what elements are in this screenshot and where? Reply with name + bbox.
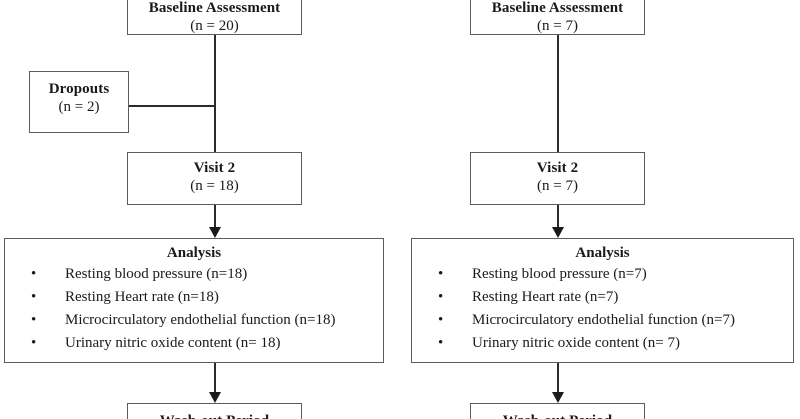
right-washout-box: Wash-out Period	[470, 403, 645, 419]
left-visit-to-analysis-arrow-icon	[209, 227, 221, 238]
list-item: • Resting blood pressure (n=18)	[31, 263, 383, 286]
left-analysis-to-washout-line	[214, 363, 216, 394]
left-dropouts-n: (n = 2)	[58, 99, 100, 115]
list-item-label: Resting blood pressure (n=18)	[65, 266, 248, 282]
list-item: • Microcirculatory endothelial function …	[438, 309, 793, 332]
list-item-label: Urinary nitric oxide content (n= 18)	[65, 335, 281, 351]
right-baseline-n: (n = 7)	[537, 18, 578, 34]
list-item: • Resting blood pressure (n=7)	[438, 263, 793, 286]
left-analysis-list: • Resting blood pressure (n=18) • Restin…	[5, 263, 383, 355]
list-item: • Resting Heart rate (n=7)	[438, 286, 793, 309]
bullet-icon: •	[31, 312, 37, 328]
left-analysis-title: Analysis	[166, 245, 222, 261]
right-visit-to-analysis-arrow-icon	[552, 227, 564, 238]
left-dropouts-title: Dropouts	[48, 81, 110, 97]
bullet-icon: •	[438, 289, 444, 305]
list-item-label: Microcirculatory endothelial function (n…	[472, 312, 735, 328]
bullet-icon: •	[31, 335, 37, 351]
right-baseline-to-visit-connector	[557, 35, 559, 152]
list-item-label: Resting Heart rate (n=18)	[65, 289, 219, 305]
left-visit2-box: Visit 2 (n = 18)	[127, 152, 302, 205]
list-item-label: Microcirculatory endothelial function (n…	[65, 312, 336, 328]
list-item: • Resting Heart rate (n=18)	[31, 286, 383, 309]
right-visit2-title: Visit 2	[536, 160, 579, 176]
right-visit2-n: (n = 7)	[537, 178, 578, 194]
right-analysis-list: • Resting blood pressure (n=7) • Resting…	[412, 263, 793, 355]
left-visit2-title: Visit 2	[193, 160, 236, 176]
list-item: • Microcirculatory endothelial function …	[31, 309, 383, 332]
bullet-icon: •	[31, 289, 37, 305]
left-analysis-to-washout-arrow-icon	[209, 392, 221, 403]
list-item: • Urinary nitric oxide content (n= 18)	[31, 332, 383, 355]
bullet-icon: •	[31, 266, 37, 282]
left-washout-box: Wash-out Period	[127, 403, 302, 419]
bullet-icon: •	[438, 266, 444, 282]
right-analysis-to-washout-arrow-icon	[552, 392, 564, 403]
bullet-icon: •	[438, 335, 444, 351]
list-item-label: Resting blood pressure (n=7)	[472, 266, 647, 282]
left-baseline-n: (n = 20)	[190, 18, 239, 34]
left-visit-to-analysis-line	[214, 205, 216, 229]
left-dropouts-connector	[129, 105, 215, 107]
right-visit-to-analysis-line	[557, 205, 559, 229]
left-baseline-title: Baseline Assessment	[148, 0, 281, 16]
left-analysis-box: Analysis • Resting blood pressure (n=18)…	[4, 238, 384, 363]
list-item-label: Urinary nitric oxide content (n= 7)	[472, 335, 680, 351]
list-item-label: Resting Heart rate (n=7)	[472, 289, 619, 305]
right-analysis-title: Analysis	[575, 245, 630, 261]
right-analysis-box: Analysis • Resting blood pressure (n=7) …	[411, 238, 794, 363]
bullet-icon: •	[438, 312, 444, 328]
left-baseline-assessment-box: Baseline Assessment (n = 20)	[127, 0, 302, 35]
left-dropouts-box: Dropouts (n = 2)	[29, 71, 129, 133]
right-baseline-assessment-box: Baseline Assessment (n = 7)	[470, 0, 645, 35]
right-washout-title: Wash-out Period	[471, 412, 644, 419]
left-washout-title: Wash-out Period	[128, 412, 301, 419]
left-baseline-to-visit-connector	[214, 35, 216, 152]
right-baseline-title: Baseline Assessment	[491, 0, 624, 16]
right-analysis-to-washout-line	[557, 363, 559, 394]
left-visit2-n: (n = 18)	[190, 178, 239, 194]
list-item: • Urinary nitric oxide content (n= 7)	[438, 332, 793, 355]
right-visit2-box: Visit 2 (n = 7)	[470, 152, 645, 205]
